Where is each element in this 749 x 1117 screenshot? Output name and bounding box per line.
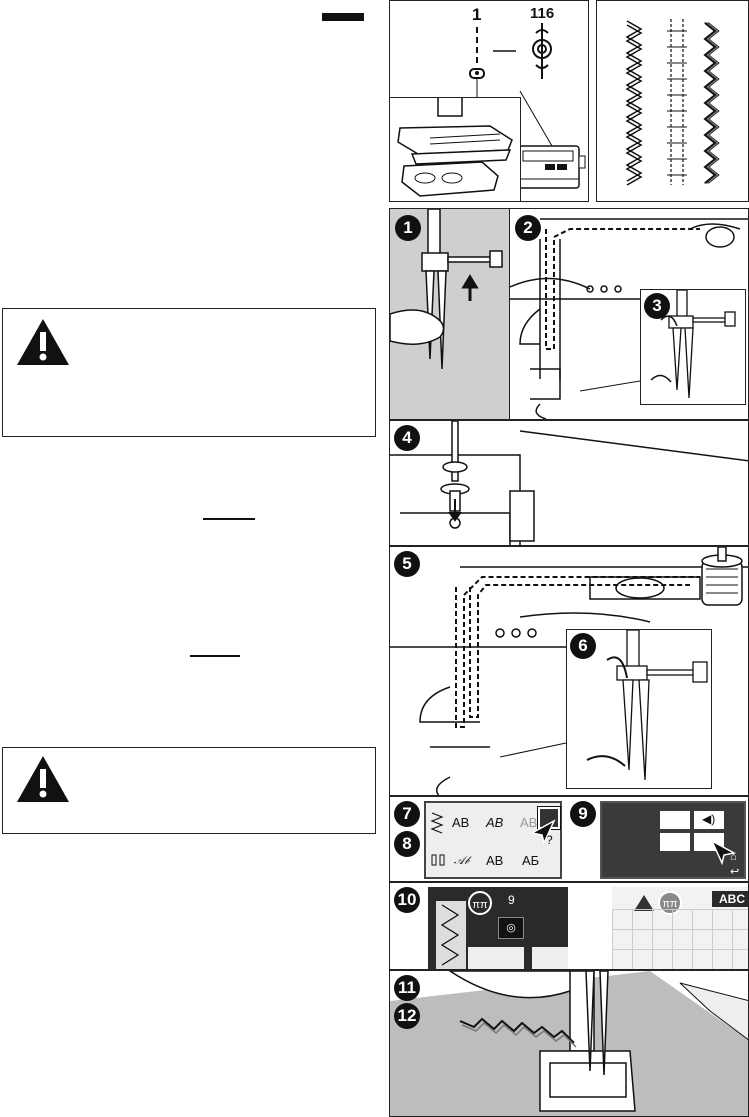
- pointer-arrow-icon: [530, 819, 556, 845]
- alphabet-tab[interactable]: ABC: [712, 891, 748, 907]
- step-4-badge: 4: [394, 425, 420, 451]
- presser-foot-illustration: [397, 98, 513, 197]
- sound-on-button[interactable]: [694, 811, 724, 829]
- twin-needle-panel: 1 2: [389, 208, 749, 420]
- stitch-number: 9: [508, 893, 515, 907]
- option-button[interactable]: ◎: [498, 917, 524, 939]
- warning-icon: [17, 319, 69, 365]
- stitch-samples-panel: [596, 0, 749, 202]
- menu-item-cyrillic[interactable]: AБ: [522, 853, 540, 868]
- spool-pin-illustration: [390, 421, 748, 545]
- length-panel: [532, 947, 568, 969]
- warning-icon: [17, 756, 69, 802]
- needle-eye-detail: [650, 290, 736, 399]
- stitch-edit-screen: ππ 9 ◎: [428, 887, 568, 969]
- sewing-panel: 11 12: [389, 970, 749, 1117]
- stitch-range-illustration: [469, 23, 586, 189]
- home-icon[interactable]: ⌂: [730, 851, 737, 863]
- step-7-badge: 7: [394, 801, 420, 827]
- step-12-badge: 12: [394, 1003, 420, 1029]
- needle-clamp-illustration: [390, 209, 503, 370]
- menu-item-ab-outline[interactable]: AB: [520, 815, 538, 830]
- sewing-illustration: [390, 971, 748, 1116]
- warning-box-2: [2, 747, 376, 834]
- screen-steps-panel: 7 8 AB AB AB ? 𝒜𝒷 AB AБ 9 ◀) ⌂ ↩: [389, 796, 749, 882]
- triangle-icon: [634, 895, 654, 911]
- menu-item-ab[interactable]: AB: [452, 815, 470, 830]
- stitch-menu-screen: AB AB AB ? 𝒜𝒷 AB AБ: [424, 801, 562, 879]
- menu-item-script[interactable]: 𝒜𝒷: [454, 855, 470, 867]
- sound-off-button[interactable]: [660, 811, 690, 829]
- step-5-badge: 5: [394, 551, 420, 577]
- threading-illustration: [510, 218, 748, 419]
- decorative-stitch-screen: ππ ABC: [612, 887, 748, 969]
- stitch-end-number: 116: [530, 5, 555, 22]
- underline-2: [190, 655, 240, 657]
- underline-1: [203, 518, 255, 520]
- twin-needle-indicator: ππ: [468, 891, 492, 915]
- stitch-samples: [625, 19, 720, 186]
- step-6-badge: 6: [570, 633, 596, 659]
- spool-pin-panel: 4: [389, 420, 749, 546]
- menu-item-ab-block[interactable]: AB: [486, 853, 504, 868]
- zigzag-stitch-icon: [430, 812, 444, 834]
- buttonhole-icon: [431, 854, 445, 866]
- step-2-badge: 2: [515, 215, 541, 241]
- menu-item-ab-italic[interactable]: AB: [486, 815, 504, 830]
- twin-threading-panel: 5 6: [389, 546, 749, 796]
- pointer-arrow-icon: [710, 839, 736, 865]
- presser-foot-inset: [390, 97, 521, 201]
- back-icon[interactable]: ↩: [730, 866, 740, 878]
- settings-screen: ◀) ⌂ ↩: [600, 801, 746, 879]
- step-11-badge: 11: [394, 975, 420, 1001]
- step-3-badge: 3: [644, 293, 670, 319]
- alphabet-tab-label: ABC: [719, 892, 745, 906]
- needle-width-panel: 10 ππ 9 ◎ ππ ABC: [389, 882, 749, 970]
- step-10-badge: 10: [394, 887, 420, 913]
- stitch-selection-panel: 1 116: [389, 0, 589, 202]
- help-icon[interactable]: ?: [546, 833, 553, 847]
- sound-icon: ◀): [702, 812, 716, 826]
- step-9-badge: 9: [570, 801, 596, 827]
- stitch-start-number: 1: [472, 5, 482, 24]
- section-marker-bar: [322, 13, 364, 21]
- stitch-grid: [612, 909, 748, 969]
- step-8-badge: 8: [394, 831, 420, 857]
- step-1-badge: 1: [395, 215, 421, 241]
- warning-box-1: [2, 308, 376, 437]
- stitch-preview: [436, 901, 466, 969]
- width-panel: [468, 947, 524, 969]
- needle-insert-area: [390, 209, 510, 419]
- twin-needle-eye-detail: [586, 630, 708, 781]
- single-needle-button[interactable]: [660, 833, 690, 851]
